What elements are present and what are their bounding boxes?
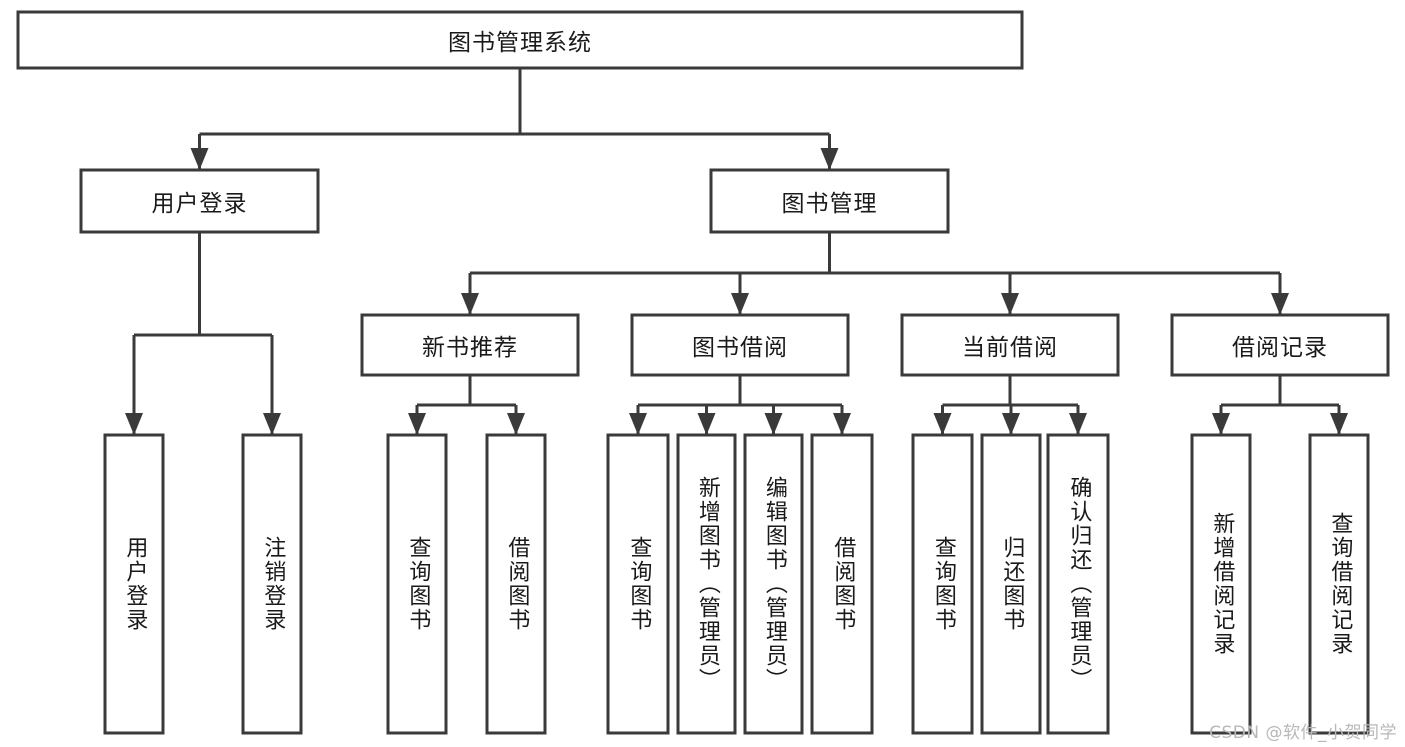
node-box-leaf_bk_edit[interactable] — [743, 433, 804, 735]
arrow-head — [629, 413, 647, 435]
arrow-head — [833, 413, 851, 435]
arrow-head — [408, 413, 426, 435]
node-box-l3_newbook[interactable] — [360, 313, 580, 377]
arrow-head — [697, 413, 716, 435]
node-box-l2_user[interactable] — [79, 168, 320, 234]
node-box-leaf_bk_borrow[interactable] — [810, 433, 874, 735]
node-box-l2_book[interactable] — [709, 168, 950, 234]
node-box-leaf_user_login[interactable] — [103, 433, 165, 735]
node-box-leaf_rec_add[interactable] — [1190, 433, 1252, 735]
arrow-head — [1271, 293, 1289, 315]
arrow-head — [764, 413, 783, 435]
arrow-head — [1069, 413, 1087, 435]
arrow-head — [820, 148, 839, 170]
arrow-head — [125, 413, 143, 435]
arrow-head — [731, 293, 749, 315]
arrow-head — [461, 293, 479, 315]
arrow-head — [507, 413, 525, 435]
node-box-leaf_cur_query[interactable] — [911, 433, 974, 735]
node-box-root[interactable] — [16, 10, 1024, 70]
node-box-leaf_new_borrow[interactable] — [485, 433, 547, 735]
node-box-leaf_user_logout[interactable] — [241, 433, 303, 735]
node-box-l3_borrow[interactable] — [630, 313, 850, 377]
arrow-head — [1001, 293, 1019, 315]
edges-layer — [125, 68, 1348, 435]
arrow-head — [190, 148, 209, 170]
arrow-head — [1330, 413, 1348, 435]
arrow-head — [1002, 413, 1020, 435]
arrow-head — [1212, 413, 1230, 435]
node-box-l3_record[interactable] — [1170, 313, 1390, 377]
node-box-l3_current[interactable] — [900, 313, 1120, 377]
node-box-leaf_rec_query[interactable] — [1308, 433, 1370, 735]
arrow-head — [933, 413, 952, 435]
node-box-leaf_new_query[interactable] — [386, 433, 448, 735]
node-box-leaf_bk_add[interactable] — [676, 433, 737, 735]
watermark: CSDN @软件_小贺同学 — [1209, 723, 1397, 743]
node-box-leaf_bk_query[interactable] — [606, 433, 670, 735]
arrow-head — [263, 413, 281, 435]
node-box-leaf_cur_return[interactable] — [980, 433, 1042, 735]
nodes-layer — [16, 10, 1390, 735]
node-box-leaf_cur_confirm[interactable] — [1046, 433, 1110, 735]
